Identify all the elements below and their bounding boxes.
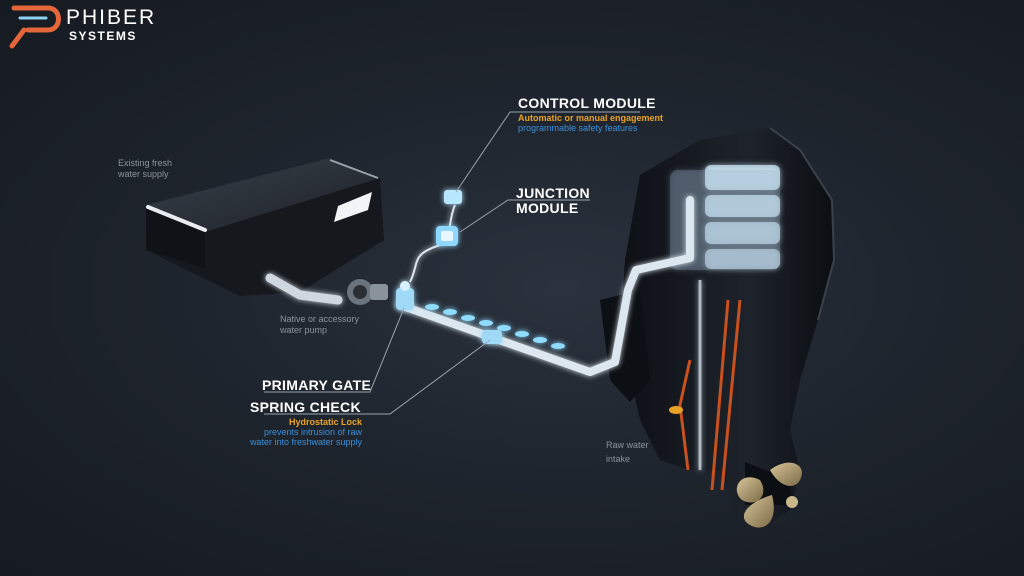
spring-check-label: SPRING CHECK Hydrostatic Lock prevents i… <box>249 399 362 448</box>
phiber-p-logo-icon <box>9 5 61 49</box>
primary-gate-title: PRIMARY GATE <box>262 377 372 393</box>
control-module-line2: programmable safety features <box>518 123 638 133</box>
fresh-water-tank <box>146 158 384 296</box>
water-pump <box>347 279 388 305</box>
control-module-line1: Automatic or manual engagement <box>518 113 664 123</box>
junction-module-title-2: MODULE <box>516 200 579 216</box>
junction-module-title-1: JUNCTION <box>516 185 590 201</box>
raw-water-label: Raw water intake <box>606 440 649 465</box>
spring-check-line1: Hydrostatic Lock <box>288 417 362 427</box>
water-pump-line2: water pump <box>280 325 328 335</box>
raw-water-line2: intake <box>606 454 631 464</box>
water-pump-line1: Native or accessory <box>280 314 360 324</box>
brand-name-line1: PHIBER <box>66 6 157 29</box>
spring-check-line3: water into freshwater supply <box>249 437 362 447</box>
spring-check-title: SPRING CHECK <box>249 399 361 415</box>
leader-lines <box>264 111 640 415</box>
control-module <box>444 190 462 204</box>
spring-check-line2: prevents intrusion of raw <box>263 427 362 437</box>
control-module-title: CONTROL MODULE <box>518 95 656 111</box>
spring-check-valve <box>482 330 502 344</box>
water-pump-label: Native or accessory water pump <box>280 314 359 336</box>
flow-indicators <box>425 304 565 349</box>
control-module-label: CONTROL MODULE Automatic or manual engag… <box>518 95 664 134</box>
junction-module <box>436 226 458 246</box>
water-supply-line2: water supply <box>118 169 169 179</box>
junction-module-label: JUNCTION MODULE <box>516 186 590 216</box>
brand-name-line2: SYSTEMS <box>69 29 137 43</box>
primary-gate-valve <box>396 281 414 310</box>
outboard-motor <box>600 127 836 528</box>
raw-water-line1: Raw water <box>606 440 649 450</box>
water-supply-line1: Existing fresh <box>118 158 173 168</box>
water-supply-label: Existing fresh water supply <box>118 158 172 180</box>
